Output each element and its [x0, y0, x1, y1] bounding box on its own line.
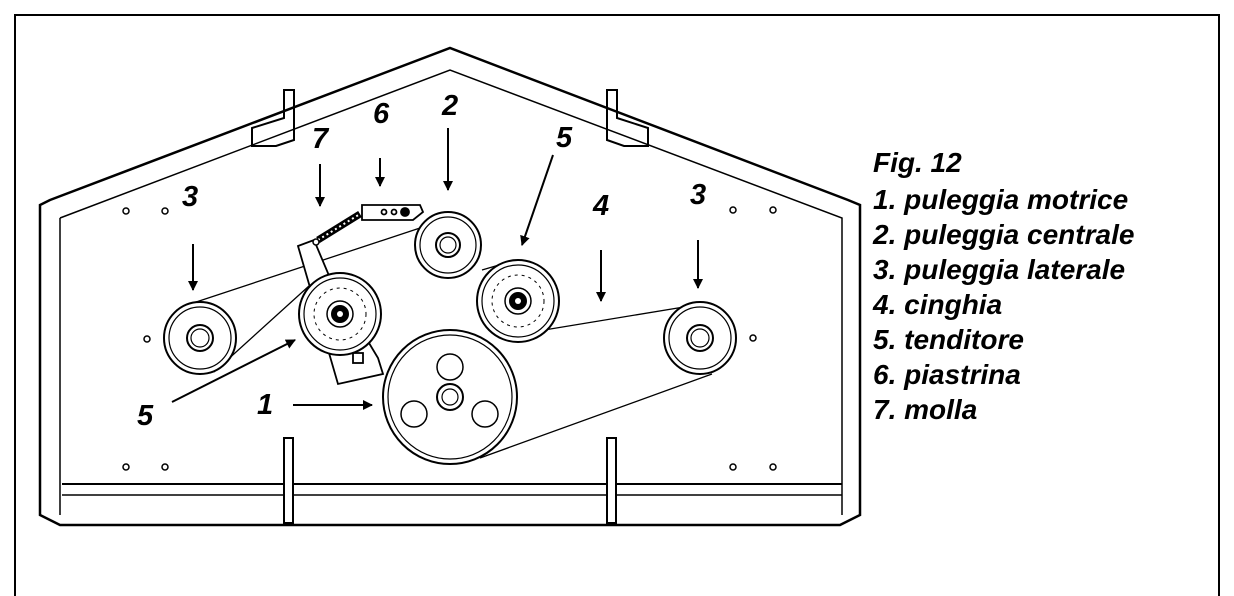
legend-item-belt: 4. cinghia: [873, 289, 1003, 320]
drive-pulley: [382, 329, 518, 465]
legend-item-drive-pulley: 1. puleggia motrice: [873, 184, 1129, 215]
callout-4: 4: [592, 190, 609, 222]
tensioner-pulley-right: [476, 259, 560, 343]
callout-5-left: 5: [137, 400, 154, 432]
callout-6: 6: [373, 98, 390, 130]
figure-frame: [14, 14, 1220, 596]
mounting-hooks: [251, 89, 649, 147]
callout-arrows: [171, 128, 703, 410]
callout-1: 1: [257, 389, 273, 421]
legend-item-plate: 6. piastrina: [873, 359, 1021, 390]
spring: [312, 211, 362, 246]
housing: [38, 46, 862, 527]
tensioner-pulley-left: [298, 272, 382, 356]
plate: [361, 204, 425, 221]
legend-item-tensioner: 5. tenditore: [873, 324, 1024, 355]
center-pulley: [414, 211, 482, 279]
legend-item-spring: 7. molla: [873, 394, 978, 425]
legend-item-side-pulley: 3. puleggia laterale: [873, 254, 1126, 285]
belt: [183, 227, 713, 459]
mounting-holes: [122, 206, 777, 471]
side-pulley-left: [163, 301, 237, 375]
figure-title: Fig. 12: [873, 147, 962, 178]
figure-legend: Fig. 12 1. puleggia motrice 2. puleggia …: [873, 145, 1134, 427]
legend-item-center-pulley: 2. puleggia centrale: [873, 219, 1135, 250]
callout-2: 2: [441, 90, 458, 122]
callout-3-right: 3: [690, 179, 706, 211]
bottom-posts: [283, 437, 617, 524]
side-pulley-right: [663, 301, 737, 375]
callout-3-left: 3: [182, 181, 198, 213]
callout-7: 7: [312, 123, 330, 155]
callout-5-right: 5: [556, 122, 573, 154]
